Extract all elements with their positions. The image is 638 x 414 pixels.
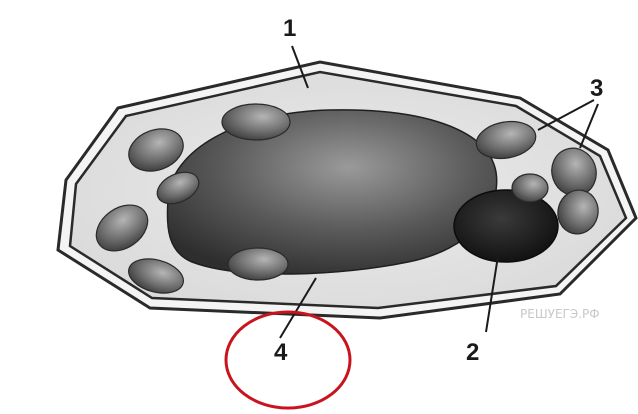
label-3: 3 (590, 75, 603, 102)
nucleus (454, 190, 558, 262)
label-4: 4 (274, 339, 288, 366)
watermark: РЕШУЕГЭ.РФ (520, 307, 600, 321)
plastid (222, 104, 290, 140)
plastid (512, 174, 548, 202)
label-1: 1 (283, 15, 296, 42)
label-2: 2 (466, 339, 479, 366)
plastid (228, 248, 288, 280)
